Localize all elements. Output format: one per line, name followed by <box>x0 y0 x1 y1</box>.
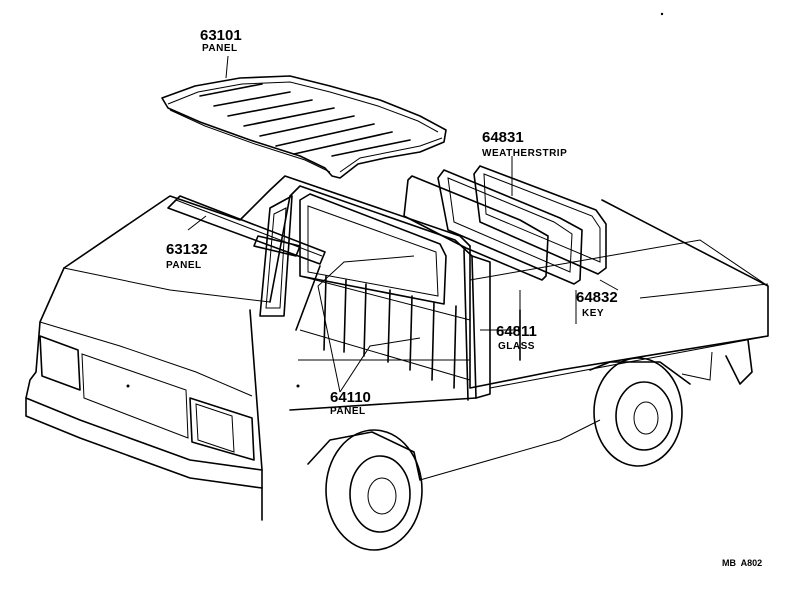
scan-speck <box>660 12 664 16</box>
part-number: 64811 <box>496 323 537 340</box>
label-64110: 64110 PANEL <box>330 389 371 417</box>
part-number: 64832 <box>576 289 618 306</box>
figure-reference: MB A802 <box>722 558 762 568</box>
part-name: PANEL <box>202 43 238 54</box>
part-number: 63132 <box>166 241 208 258</box>
label-64811: 64811 GLASS <box>496 323 537 352</box>
part-name: PANEL <box>166 260 202 271</box>
rear-window-exploded-drawing <box>403 165 607 285</box>
label-64831: 64831 WEATHERSTRIP <box>482 129 567 159</box>
part-name: WEATHERSTRIP <box>482 148 567 159</box>
roof-rail-drawing <box>167 195 326 265</box>
part-name: KEY <box>582 308 604 319</box>
part-name: GLASS <box>498 341 535 352</box>
roof-panel-drawing <box>161 75 447 179</box>
part-number: 64110 <box>330 389 371 406</box>
part-number: 63101 <box>200 27 242 44</box>
truck-body-drawing <box>25 175 769 551</box>
leader-lines <box>187 55 769 393</box>
label-63101: 63101 PANEL <box>200 27 242 54</box>
label-64832: 64832 KEY <box>576 289 618 319</box>
part-name: PANEL <box>330 406 366 417</box>
label-63132: 63132 PANEL <box>166 241 208 271</box>
part-number: 64831 <box>482 129 524 146</box>
